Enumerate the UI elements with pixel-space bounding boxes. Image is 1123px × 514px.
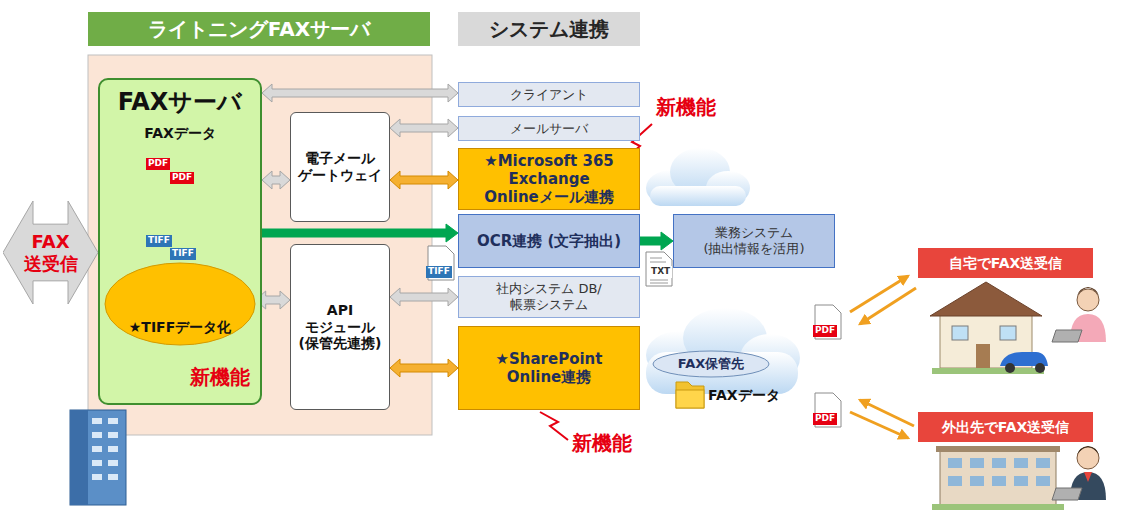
location-band: 自宅でFAX送受信 (918, 248, 1093, 278)
ellipse-shape (653, 351, 769, 377)
cloud (646, 148, 750, 206)
icon-label: PDF (813, 325, 837, 337)
node-text: OCR連携 (文字抽出) (477, 232, 621, 250)
icon-label: TXT (649, 266, 672, 278)
storage-ellipse: FAX保管先 (652, 350, 770, 378)
section-header: システム連携 (458, 12, 640, 46)
system-box: クライアント (458, 82, 640, 107)
node-text: ★Microsoft 365 Exchange Onlineメール連携 (463, 152, 635, 206)
connector-arrow (640, 232, 673, 250)
office-building (70, 410, 126, 505)
house (930, 282, 1048, 374)
node-text: ライトニングFAXサーバ (148, 17, 370, 41)
node-text: ★SharePoint Online連携 (463, 350, 635, 386)
connector-arrow (390, 288, 458, 306)
icon-label: PDF (813, 413, 837, 425)
node-text: FAX 送受信 (7, 231, 94, 274)
person (1052, 287, 1106, 342)
apartment-building (932, 446, 1064, 510)
storage-label: FAXデータ (708, 388, 780, 403)
sync-arrow (850, 276, 916, 438)
tiff-ellipse: ★TIFFデータ化 (104, 262, 256, 346)
cloud (646, 308, 800, 394)
business-system-box: 業務システム (抽出情報を活用) (673, 214, 835, 268)
node-text: ★TIFFデータ化 (129, 319, 231, 336)
new-feature-box: ★SharePoint Online連携 (458, 326, 640, 410)
new-feature-label: 新機能 (572, 432, 632, 454)
gateway-box: 電子メール ゲートウェイ (290, 112, 390, 222)
connector-arrow (262, 224, 458, 242)
node-text: API モジュール (保管先連携) (295, 302, 385, 352)
ocr-box: OCR連携 (文字抽出) (458, 214, 640, 268)
icon-label: TIFF (146, 235, 172, 247)
node-text: 自宅でFAX送受信 (949, 255, 1063, 272)
node-text: FAX保管先 (678, 356, 744, 372)
new-feature-label: 新機能 (190, 366, 250, 388)
double-arrow-shape (3, 201, 98, 304)
fax-arrow: FAX 送受信 (3, 200, 98, 305)
node-text: システム連携 (489, 17, 609, 41)
server-panel (88, 55, 432, 435)
system-box: 社内システム DB/帳票システム (458, 276, 640, 318)
node-text: 外出先でFAX送受信 (942, 419, 1070, 436)
folder-icon (676, 382, 704, 408)
ellipse-shape (105, 263, 255, 345)
icon-label: TIFF (426, 266, 452, 278)
connector-arrow (390, 359, 458, 377)
section-header: ライトニングFAXサーバ (88, 12, 430, 46)
connector-arrow (390, 119, 458, 137)
node-text: 業務システム (抽出情報を活用) (678, 225, 830, 256)
new-feature-box: ★Microsoft 365 Exchange Onlineメール連携 (458, 148, 640, 210)
node-text: クライアント (510, 87, 588, 103)
node-subtext: FAXデータ (144, 125, 216, 142)
connector-arrow (390, 171, 458, 189)
api-module-box: API モジュール (保管先連携) (290, 244, 390, 410)
system-box: メールサーバ (458, 116, 640, 141)
connector-arrow (262, 171, 290, 189)
icon-label: PDF (170, 172, 194, 184)
location-band: 外出先でFAX送受信 (918, 412, 1093, 442)
new-feature-label: 新機能 (656, 96, 716, 118)
node-text: FAXサーバ (118, 88, 243, 117)
node-text: メールサーバ (510, 121, 588, 137)
node-text: 電子メール ゲートウェイ (295, 150, 385, 184)
fax-server-box: FAXサーバ FAXデータ ★TIFFデータ化 (98, 78, 262, 405)
person (1052, 446, 1106, 500)
icon-label: PDF (146, 158, 170, 170)
icon-label: TIFF (170, 248, 196, 260)
node-text: 社内システム DB/帳票システム (463, 281, 635, 312)
connector-arrow (262, 84, 458, 102)
